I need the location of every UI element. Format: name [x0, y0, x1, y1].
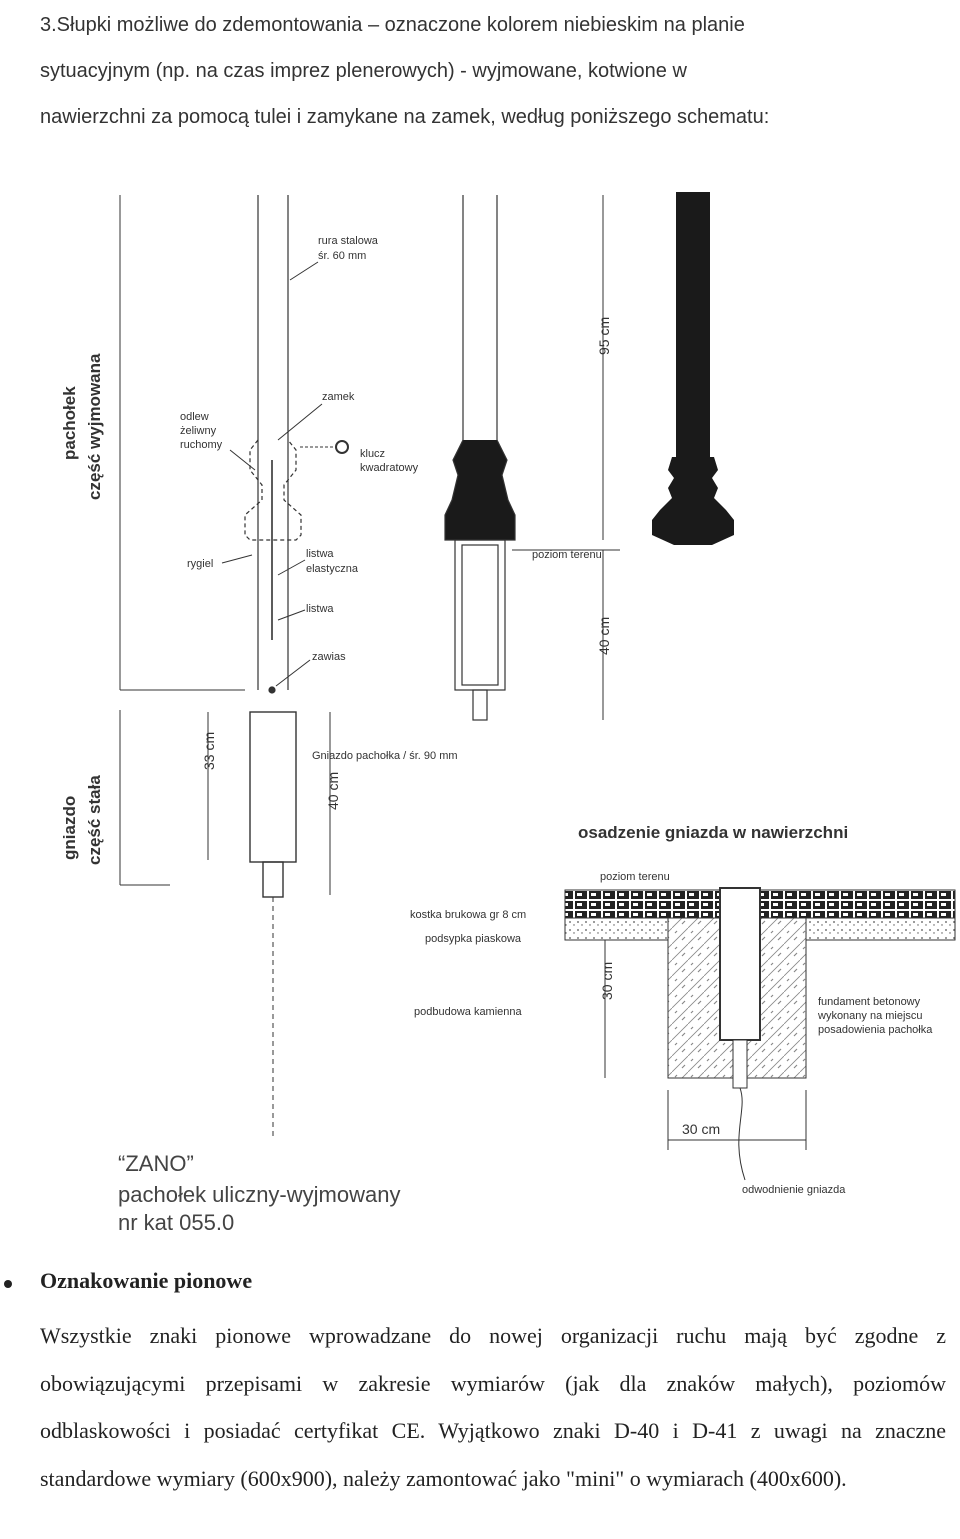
- label-rygiel: rygiel: [187, 558, 213, 570]
- bollard-schematic: pachołek część wyjmowana gniazdo część s…: [60, 192, 956, 1235]
- paving-layer-left: [564, 889, 721, 919]
- label-odlew-2: żeliwny: [180, 425, 217, 437]
- caption-zano: “ZANO”: [118, 1151, 194, 1176]
- left-label-removable: pachołek część wyjmowana: [60, 353, 104, 500]
- label-poziom-terenu-2: poziom terenu: [600, 871, 670, 883]
- label-zawias: zawias: [312, 651, 346, 663]
- bullet-icon: [4, 1280, 12, 1288]
- label-fundament-1: fundament betonowy: [818, 996, 921, 1008]
- intro-line-3: nawierzchni za pomocą tulei i zamykane n…: [40, 106, 770, 128]
- label-rura-1: rura stalowa: [318, 235, 379, 247]
- label-listwa-el-2: elastyczna: [306, 563, 359, 575]
- dim-40-pole: 40 cm: [596, 617, 612, 655]
- intro-line-1: 3.Słupki możliwe do zdemontowania – ozna…: [40, 14, 745, 36]
- label-czesc-stala: część stała: [85, 775, 104, 865]
- installed-pole-cutaway: [444, 195, 516, 721]
- caption-catalog: nr kat 055.0: [118, 1210, 234, 1235]
- dim-33: 33 cm: [201, 732, 217, 770]
- label-zamek: zamek: [322, 391, 355, 403]
- label-fundament-2: wykonany na miejscu: [817, 1010, 923, 1022]
- socket-in-ground: [719, 887, 761, 1041]
- section-heading: Oznakowanie pionowe: [40, 1268, 253, 1293]
- dim-95: 95 cm: [596, 317, 612, 355]
- removable-pole-cutaway: [244, 195, 302, 694]
- label-kostka: kostka brukowa gr 8 cm: [410, 909, 526, 921]
- bollard-exterior: [652, 192, 734, 545]
- label-gniazdo-pacholka: Gniazdo pachołka / śr. 90 mm: [312, 750, 458, 762]
- left-label-fixed: gniazdo część stała: [60, 775, 104, 865]
- label-pacholek: pachołek: [60, 386, 79, 460]
- label-odlew-3: ruchomy: [180, 439, 223, 451]
- label-listwa: listwa: [306, 603, 334, 615]
- label-poziom-terenu-1: poziom terenu: [532, 549, 602, 561]
- label-gniazdo: gniazdo: [60, 796, 79, 860]
- paving-layer-right: [759, 889, 956, 919]
- label-klucz-2: kwadratowy: [360, 462, 419, 474]
- dim-30-vertical: 30 cm: [599, 962, 615, 1000]
- section-body: Wszystkie znaki pionowe wprowadzane do n…: [40, 1323, 946, 1491]
- label-czesc-wyjmowana: część wyjmowana: [85, 353, 104, 500]
- socket-cutaway: [249, 711, 297, 1140]
- label-rura-2: śr. 60 mm: [318, 250, 366, 262]
- dim-40-socket: 40 cm: [325, 772, 341, 810]
- label-podbudowa: podbudowa kamienna: [414, 1006, 523, 1018]
- heading-osadzenie: osadzenie gniazda w nawierzchni: [578, 823, 848, 842]
- label-podsypka: podsypka piaskowa: [425, 933, 522, 945]
- label-odlew-1: odlew: [180, 411, 209, 423]
- intro-paragraph: 3.Słupki możliwe do zdemontowania – ozna…: [40, 2, 940, 140]
- label-odwodnienie: odwodnienie gniazda: [742, 1184, 846, 1196]
- intro-line-2: sytuacyjnym (np. na czas imprez plenerow…: [40, 60, 687, 82]
- dim-30-horizontal: 30 cm: [682, 1121, 720, 1137]
- label-listwa-el-1: listwa: [306, 548, 334, 560]
- caption-product: pachołek uliczny-wyjmowany: [118, 1182, 400, 1207]
- label-fundament-3: posadowienia pachołka: [818, 1024, 933, 1036]
- label-klucz-1: klucz: [360, 448, 385, 460]
